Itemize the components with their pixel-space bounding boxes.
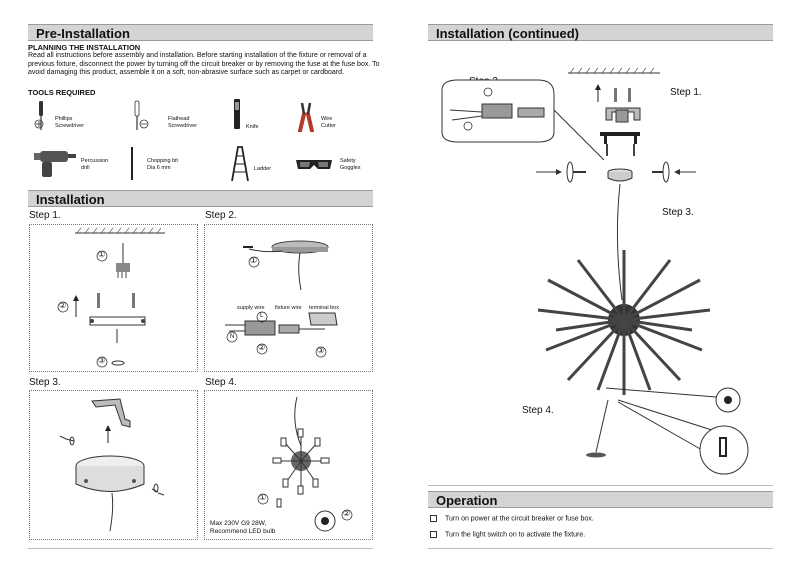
tool-label-phillips: Phillips Screwdriver bbox=[55, 116, 85, 129]
tools-grid: Phillips Screwdriver Flathead Screwdrive… bbox=[28, 96, 373, 186]
tool-label-ladder: Ladder bbox=[254, 166, 272, 172]
installation-continued-header: Installation (continued) bbox=[428, 24, 773, 41]
operation-item-1: Turn on power at the circuit breaker or … bbox=[430, 515, 594, 522]
step-1-diagram bbox=[57, 227, 165, 368]
tool-label-flathead: Flathead Screwdriver bbox=[168, 116, 198, 129]
fixture-wire-label: fixture wire bbox=[275, 305, 302, 311]
step-1-panel: ① ② ③ bbox=[29, 224, 198, 372]
step-3-diagram bbox=[59, 398, 165, 532]
installation-title: Installation bbox=[36, 192, 105, 207]
installation-continued-title: Installation (continued) bbox=[436, 26, 579, 41]
operation-item-2: Turn the light switch on to activate the… bbox=[430, 531, 585, 538]
fixture-assembly-diagram bbox=[441, 67, 749, 475]
sputnik-fixture bbox=[537, 250, 711, 395]
tool-label-wire-cutter: Wire Cutter bbox=[321, 116, 336, 129]
right-page-separator-rule bbox=[428, 485, 773, 486]
safety-goggles-icon bbox=[296, 160, 332, 169]
checkbox-icon bbox=[430, 531, 437, 538]
step-2-label: Step 2. bbox=[205, 210, 237, 221]
step-2-panel: ① supply wire fixture wire terminal box … bbox=[204, 224, 373, 372]
continued-step-4-label: Step 4. bbox=[522, 405, 554, 416]
bulb-note-line-2: Recommend LED bulb bbox=[210, 528, 276, 535]
phillips-screwdriver-icon bbox=[34, 101, 44, 130]
installation-header: Installation bbox=[28, 190, 373, 207]
supply-wire-label: supply wire bbox=[237, 305, 265, 311]
step-2-marker-3: ③ bbox=[317, 346, 325, 355]
flathead-screwdriver-icon bbox=[134, 100, 149, 130]
tool-label-drill-bit: Chopping bit Dia 6 mm bbox=[147, 158, 178, 171]
neutral-marker: N bbox=[230, 334, 235, 340]
step-2-marker-1: ① bbox=[250, 256, 258, 265]
tool-label-percussion-drill: Percussion drill bbox=[81, 158, 109, 171]
step-4-marker-1: ① bbox=[259, 493, 267, 502]
step-1-label: Step 1. bbox=[29, 210, 61, 221]
knife-icon bbox=[234, 99, 240, 129]
continued-step-3-label: Step 3. bbox=[662, 207, 694, 218]
right-page-footer-rule bbox=[428, 548, 773, 549]
percussion-drill-icon bbox=[34, 151, 76, 177]
continued-step-1-label: Step 1. bbox=[670, 87, 702, 98]
operation-header: Operation bbox=[428, 491, 773, 508]
tool-label-safety-goggles: Safety Goggles bbox=[340, 158, 361, 171]
step-1-marker-3: ③ bbox=[98, 356, 106, 365]
tools-heading: TOOLS REQUIRED bbox=[28, 88, 96, 97]
drill-bit-icon bbox=[131, 147, 133, 180]
ladder-icon bbox=[231, 146, 249, 182]
step-4-diagram bbox=[257, 396, 353, 532]
operation-title: Operation bbox=[436, 493, 498, 508]
step-2-diagram bbox=[225, 240, 338, 358]
step-4-panel: ① ② Max 230V G9 28W, Recommend LED bulb bbox=[204, 390, 373, 540]
pre-installation-header: Pre-Installation bbox=[28, 24, 373, 41]
planning-instructions: Read all instructions before assembly an… bbox=[28, 52, 380, 76]
step-3-label: Step 3. bbox=[29, 377, 61, 388]
step-1-marker-2: ② bbox=[59, 301, 67, 310]
bulb-note-line-1: Max 230V G9 28W, bbox=[210, 520, 267, 527]
tool-label-knife: Knife bbox=[246, 124, 259, 130]
step-1-marker-1: ① bbox=[98, 250, 106, 259]
pre-installation-title: Pre-Installation bbox=[36, 26, 130, 41]
step-3-panel bbox=[29, 390, 198, 540]
operation-item-2-text: Turn the light switch on to activate the… bbox=[445, 531, 586, 539]
wire-cutter-icon bbox=[298, 102, 314, 132]
planning-subheading: PLANNING THE INSTALLATION bbox=[28, 43, 141, 52]
left-page-footer-rule bbox=[28, 548, 373, 549]
terminal-box-label: terminal box bbox=[309, 305, 339, 311]
live-marker: L bbox=[260, 313, 264, 319]
step-4-label: Step 4. bbox=[205, 377, 237, 388]
operation-item-1-text: Turn on power at the circuit breaker or … bbox=[445, 515, 594, 523]
checkbox-icon bbox=[430, 515, 437, 522]
step-2-marker-2: ② bbox=[258, 343, 266, 352]
step-4-marker-2: ② bbox=[343, 509, 351, 518]
